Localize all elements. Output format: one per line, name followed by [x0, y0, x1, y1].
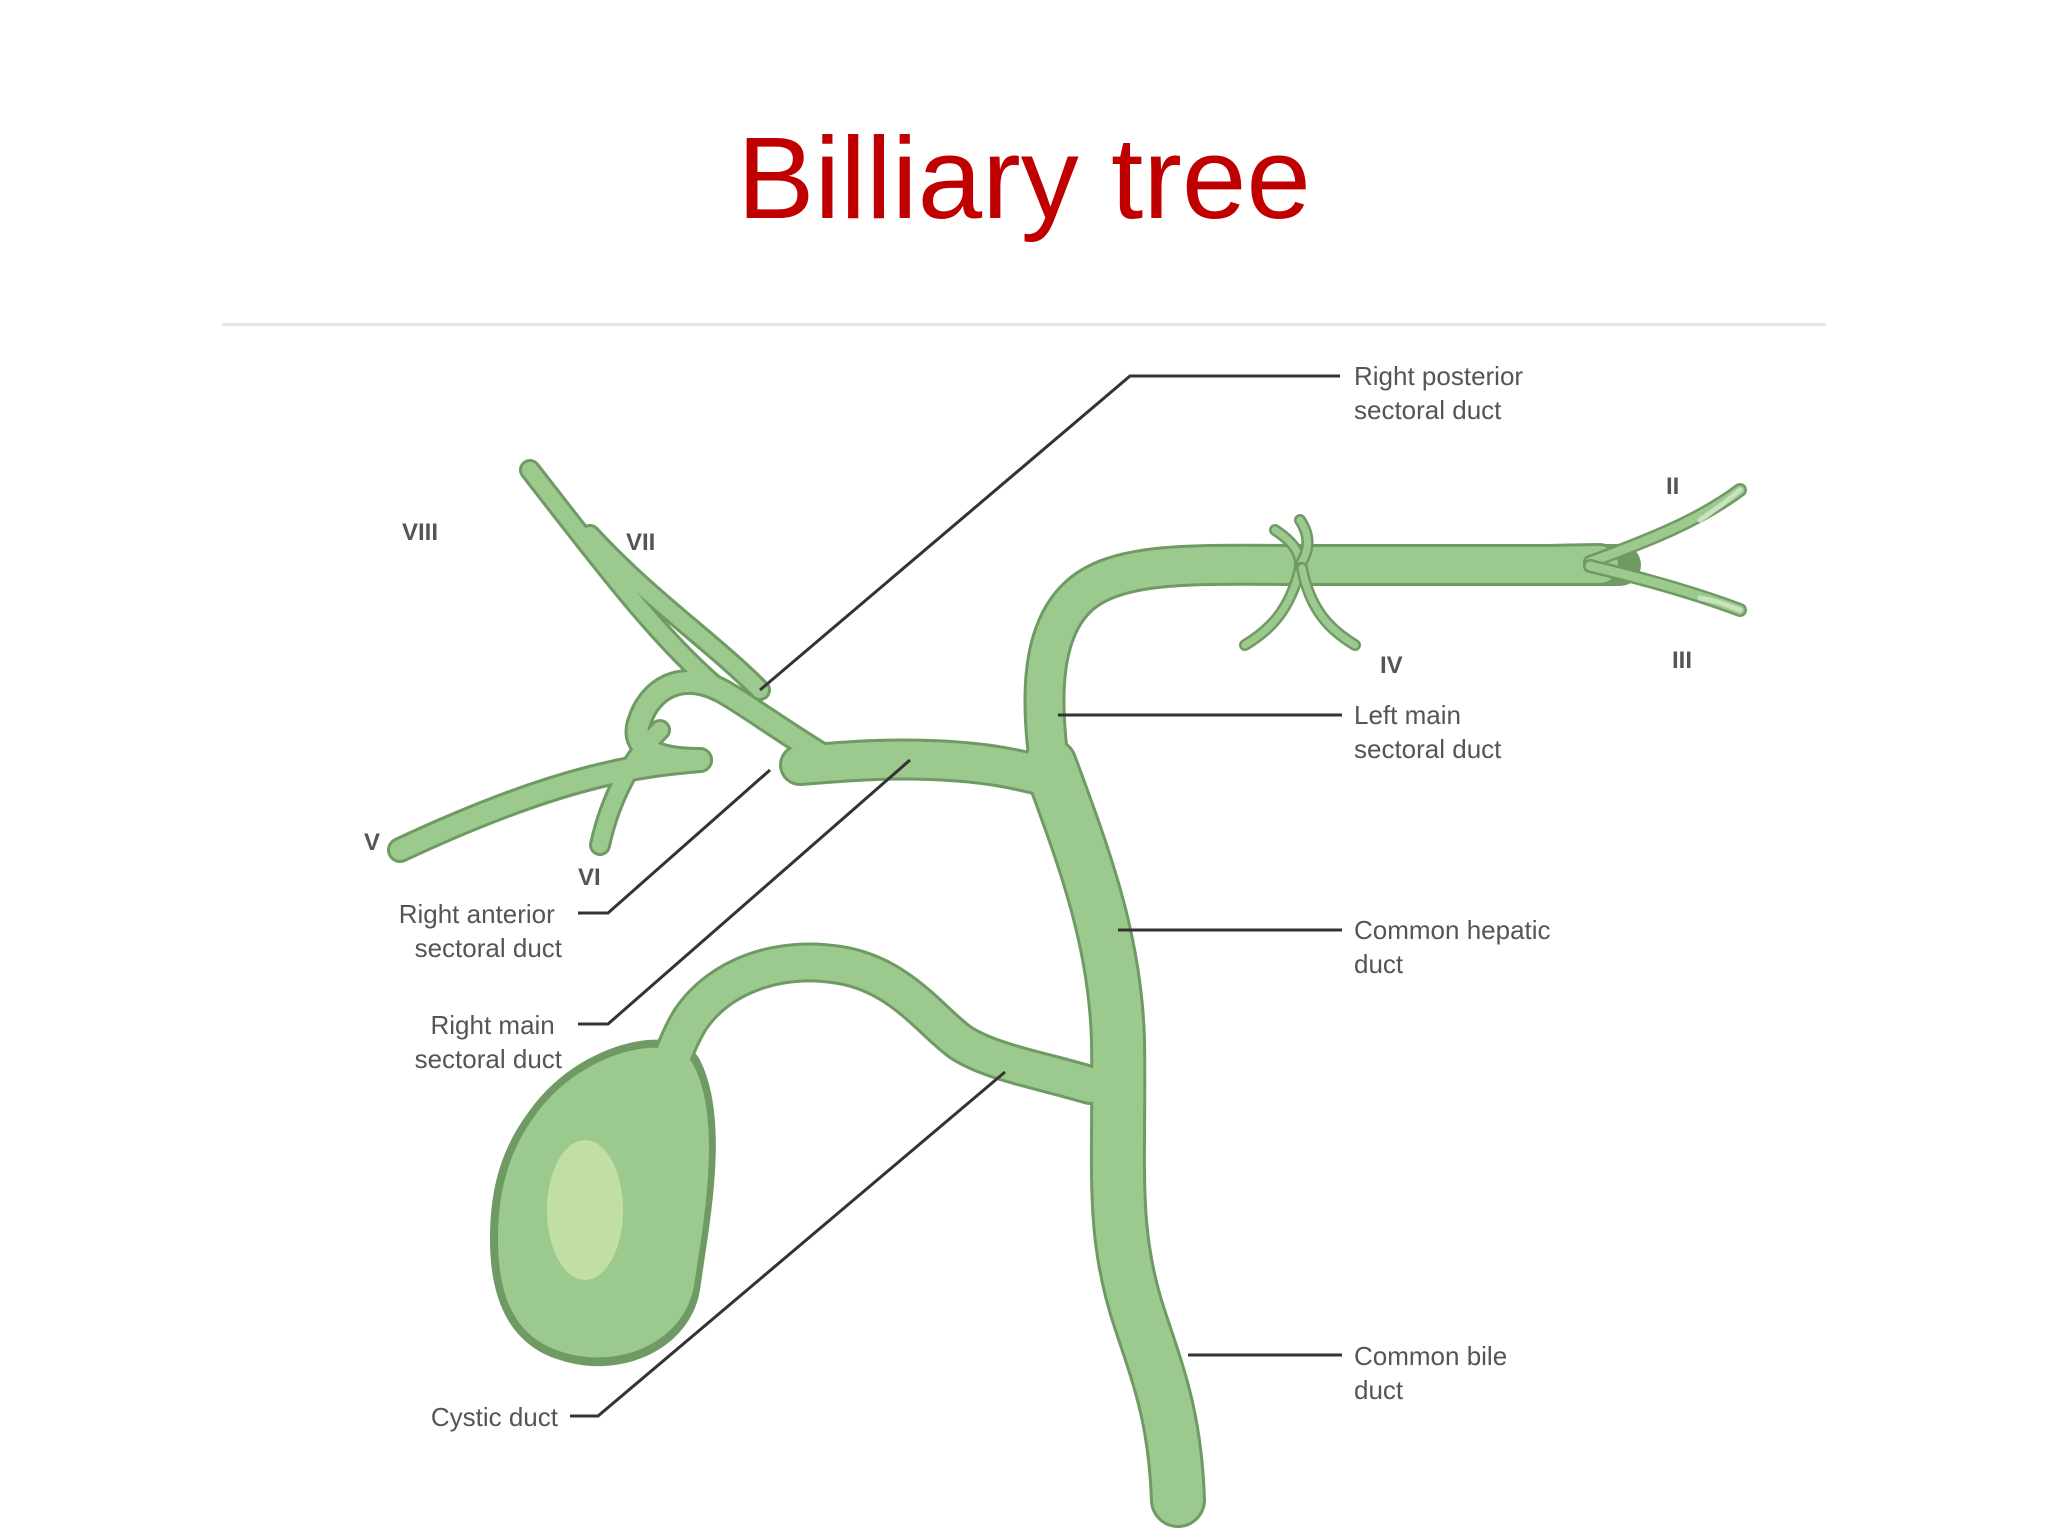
segment-labels: VIII VII V VI II III IV [364, 473, 1692, 891]
leader-lines [570, 374, 1342, 1418]
segment-vii-label: VII [626, 529, 655, 556]
structure-labels: Right posterior sectoral duct Left main … [399, 361, 1558, 1432]
segment-iv-label: IV [1380, 652, 1403, 679]
leader-cystic [570, 1070, 1006, 1418]
title-divider [222, 323, 1826, 326]
segment-v-label: V [364, 829, 380, 856]
segment-iii-label: III [1672, 647, 1692, 674]
label-right-posterior: Right posterior sectoral duct [1354, 361, 1530, 425]
left-lobe-branches [1239, 483, 1747, 651]
segment-viii-label: VIII [402, 519, 438, 546]
label-common-hepatic: Common hepatic duct [1354, 915, 1558, 979]
leader-right-posterior [759, 374, 1340, 692]
leader-right-anterior [578, 768, 771, 915]
segment-ii-label: II [1666, 473, 1679, 500]
duct-fills [390, 462, 1618, 1525]
label-left-main: Left main sectoral duct [1354, 700, 1502, 764]
segment-vi-label: VI [578, 864, 601, 891]
label-right-anterior: Right anterior sectoral duct [399, 899, 563, 963]
label-common-bile: Common bile duct [1354, 1341, 1514, 1405]
label-cystic: Cystic duct [431, 1402, 559, 1432]
gallbladder-highlight [547, 1140, 623, 1280]
label-right-main: Right main sectoral duct [415, 1010, 563, 1074]
leader-right-main [578, 758, 911, 1026]
slide-title: Billiary tree [737, 113, 1311, 243]
